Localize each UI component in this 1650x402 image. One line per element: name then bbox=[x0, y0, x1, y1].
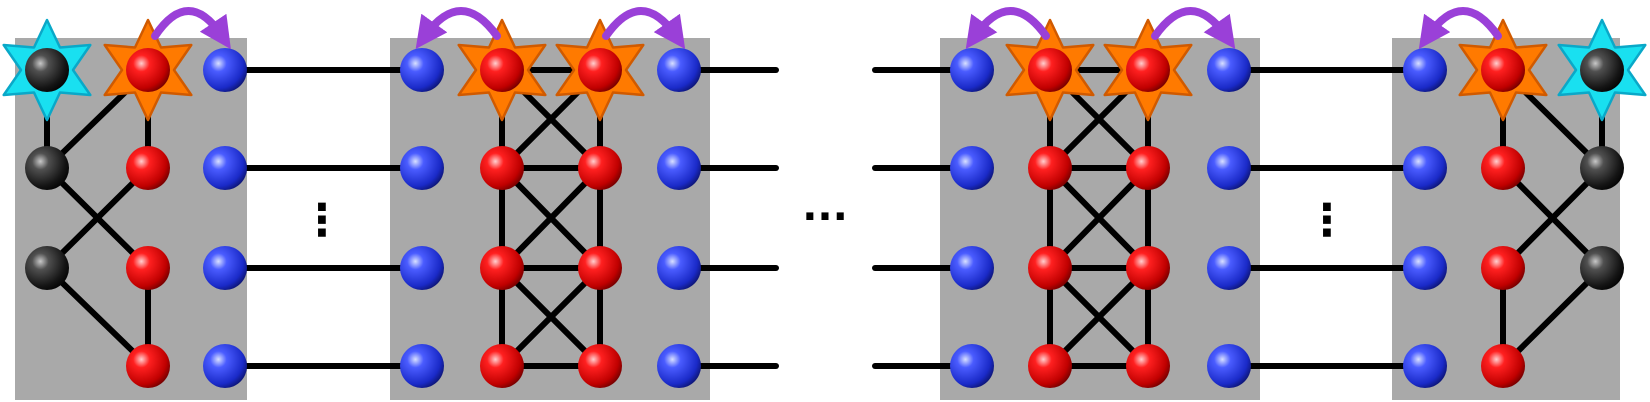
bond-cross bbox=[1047, 165, 1151, 271]
red-node-bulk1-b-row0 bbox=[578, 48, 622, 92]
red-node-bulk1-a-row0 bbox=[480, 48, 524, 92]
horizontal-ellipsis-center: ··· bbox=[802, 194, 848, 240]
blue-node-bulk1-in-row0 bbox=[400, 48, 444, 92]
blue-node-bulk2-out-row3 bbox=[1207, 344, 1251, 388]
red-node-bulk2-b-row0 bbox=[1126, 48, 1170, 92]
red-node-bulk2-a-row0 bbox=[1028, 48, 1072, 92]
red-node-bulk2-b-row3 bbox=[1126, 344, 1170, 388]
red-node-left-row3 bbox=[126, 344, 170, 388]
red-node-bulk2-b-row2 bbox=[1126, 246, 1170, 290]
blue-node-left-row3 bbox=[203, 344, 247, 388]
bond-diagonal bbox=[44, 165, 151, 271]
red-node-left-row2 bbox=[126, 246, 170, 290]
red-node-right-row3 bbox=[1481, 344, 1525, 388]
blue-node-bulk1-out-row1 bbox=[657, 146, 701, 190]
red-node-left-row0 bbox=[126, 48, 170, 92]
blue-node-bulk1-out-row0 bbox=[657, 48, 701, 92]
blue-node-bulk1-out-row2 bbox=[657, 246, 701, 290]
blue-node-right-row1 bbox=[1403, 146, 1447, 190]
red-node-bulk1-b-row2 bbox=[578, 246, 622, 290]
purple-arrow-right-end bbox=[1418, 7, 1502, 50]
blue-node-bulk2-out-row1 bbox=[1207, 146, 1251, 190]
blue-node-bulk2-in-row0 bbox=[950, 48, 994, 92]
purple-arrow-bulk1-right bbox=[602, 7, 686, 50]
blue-node-bulk1-in-row2 bbox=[400, 246, 444, 290]
red-node-bulk2-b-row1 bbox=[1126, 146, 1170, 190]
blue-node-bulk1-out-row3 bbox=[657, 344, 701, 388]
black-node-left-row0 bbox=[25, 48, 69, 92]
black-node-right-row2 bbox=[1580, 246, 1624, 290]
blue-node-left-row1 bbox=[203, 146, 247, 190]
purple-arrow-left-end bbox=[151, 7, 231, 50]
blue-node-right-row3 bbox=[1403, 344, 1447, 388]
red-node-bulk2-a-row3 bbox=[1028, 344, 1072, 388]
red-node-bulk1-a-row1 bbox=[480, 146, 524, 190]
bond-cross bbox=[1047, 265, 1151, 369]
vertical-ellipsis-right: ⋮ bbox=[1305, 195, 1349, 246]
blue-node-right-row0 bbox=[1403, 48, 1447, 92]
blue-node-left-row2 bbox=[203, 246, 247, 290]
red-node-right-row2 bbox=[1481, 246, 1525, 290]
bond-diagonal bbox=[1500, 165, 1605, 271]
blue-node-bulk2-in-row3 bbox=[950, 344, 994, 388]
purple-arrow-bulk1-left bbox=[415, 7, 501, 49]
bond-diagonal bbox=[44, 265, 151, 369]
red-node-bulk1-b-row3 bbox=[578, 344, 622, 388]
red-node-bulk2-a-row1 bbox=[1028, 146, 1072, 190]
blue-node-bulk2-out-row0 bbox=[1207, 48, 1251, 92]
bond-cross bbox=[499, 265, 603, 369]
nodes bbox=[25, 48, 1624, 388]
blue-node-bulk2-in-row2 bbox=[950, 246, 994, 290]
blue-node-bulk1-in-row1 bbox=[400, 146, 444, 190]
red-node-right-row0 bbox=[1481, 48, 1525, 92]
blue-node-bulk2-out-row2 bbox=[1207, 246, 1251, 290]
black-node-right-row0 bbox=[1580, 48, 1624, 92]
purple-arrow-bulk2-left bbox=[965, 7, 1050, 50]
red-node-bulk1-b-row1 bbox=[578, 146, 622, 190]
black-node-right-row1 bbox=[1580, 146, 1624, 190]
red-node-right-row1 bbox=[1481, 146, 1525, 190]
vertical-ellipsis-left: ⋮ bbox=[300, 195, 344, 246]
red-node-bulk1-a-row2 bbox=[480, 246, 524, 290]
black-node-left-row2 bbox=[25, 246, 69, 290]
black-node-left-row1 bbox=[25, 146, 69, 190]
blue-node-right-row2 bbox=[1403, 246, 1447, 290]
blue-node-bulk2-in-row1 bbox=[950, 146, 994, 190]
red-node-left-row1 bbox=[126, 146, 170, 190]
red-node-bulk1-a-row3 bbox=[480, 344, 524, 388]
blue-node-left-row0 bbox=[203, 48, 247, 92]
bond-diagonal bbox=[1500, 265, 1605, 369]
bond-cross bbox=[499, 165, 603, 271]
red-node-bulk2-a-row2 bbox=[1028, 246, 1072, 290]
arrows bbox=[151, 7, 1502, 50]
purple-arrow-bulk2-right bbox=[1151, 7, 1236, 50]
blue-node-bulk1-in-row3 bbox=[400, 344, 444, 388]
